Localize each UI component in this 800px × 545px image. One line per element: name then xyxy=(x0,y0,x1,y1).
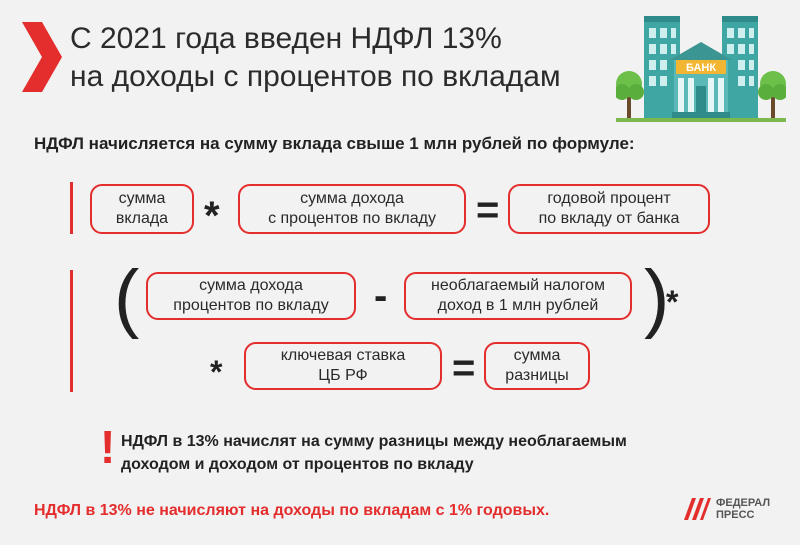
close-paren: ) xyxy=(644,255,670,340)
exclamation-icon: ! xyxy=(100,421,116,473)
equals-operator-2: = xyxy=(452,346,476,390)
formula-1-bar xyxy=(70,182,73,234)
tax-note: НДФЛ в 13% начислят на сумму разницы меж… xyxy=(121,430,627,476)
term-key-rate: ключевая ставка ЦБ РФ xyxy=(244,342,442,390)
logo-line-1: ФЕДЕРАЛ xyxy=(716,497,771,509)
footer-note: НДФЛ в 13% не начисляют на доходы по вкл… xyxy=(34,502,550,519)
title-line-2: на доходы с процентов по вкладам xyxy=(70,60,561,93)
formula-intro: НДФЛ начисляется на сумму вклада свыше 1… xyxy=(34,134,635,153)
bank-sign-text: БАНК xyxy=(686,62,716,74)
note-line-2: доходом и доходом от процентов по вкладу xyxy=(121,456,474,473)
page-title: С 2021 года введен НДФЛ 13% на доходы с … xyxy=(70,20,561,96)
term-annual-rate: годовой процент по вкладу от банка xyxy=(508,184,710,234)
multiply-operator-3: * xyxy=(210,354,223,390)
formula-2-bar xyxy=(70,270,73,392)
term-difference: сумма разницы xyxy=(484,342,590,390)
open-paren: ( xyxy=(114,255,140,340)
minus-operator: - xyxy=(374,274,388,318)
equals-operator: = xyxy=(476,188,500,232)
title-line-1: С 2021 года введен НДФЛ 13% xyxy=(70,22,502,55)
note-line-1: НДФЛ в 13% начислят на сумму разницы меж… xyxy=(121,433,627,450)
logo-mark-icon xyxy=(684,498,711,520)
bank-building-icon: БАНК xyxy=(616,16,786,122)
term-tax-free-income: необлагаемый налогом доход в 1 млн рубле… xyxy=(404,272,632,320)
multiply-operator: * xyxy=(204,194,220,238)
federal-press-logo: ФЕДЕРАЛ ПРЕСС xyxy=(682,496,770,522)
term-interest-income-2: сумма дохода процентов по вкладу xyxy=(146,272,356,320)
term-deposit-amount: сумма вклада xyxy=(90,184,194,234)
multiply-operator-2: * xyxy=(666,284,679,320)
chevron-right-icon xyxy=(22,22,62,92)
logo-text: ФЕДЕРАЛ ПРЕСС xyxy=(716,497,770,521)
logo-line-2: ПРЕСС xyxy=(716,509,755,521)
term-interest-income: сумма дохода с процентов по вкладу xyxy=(238,184,466,234)
